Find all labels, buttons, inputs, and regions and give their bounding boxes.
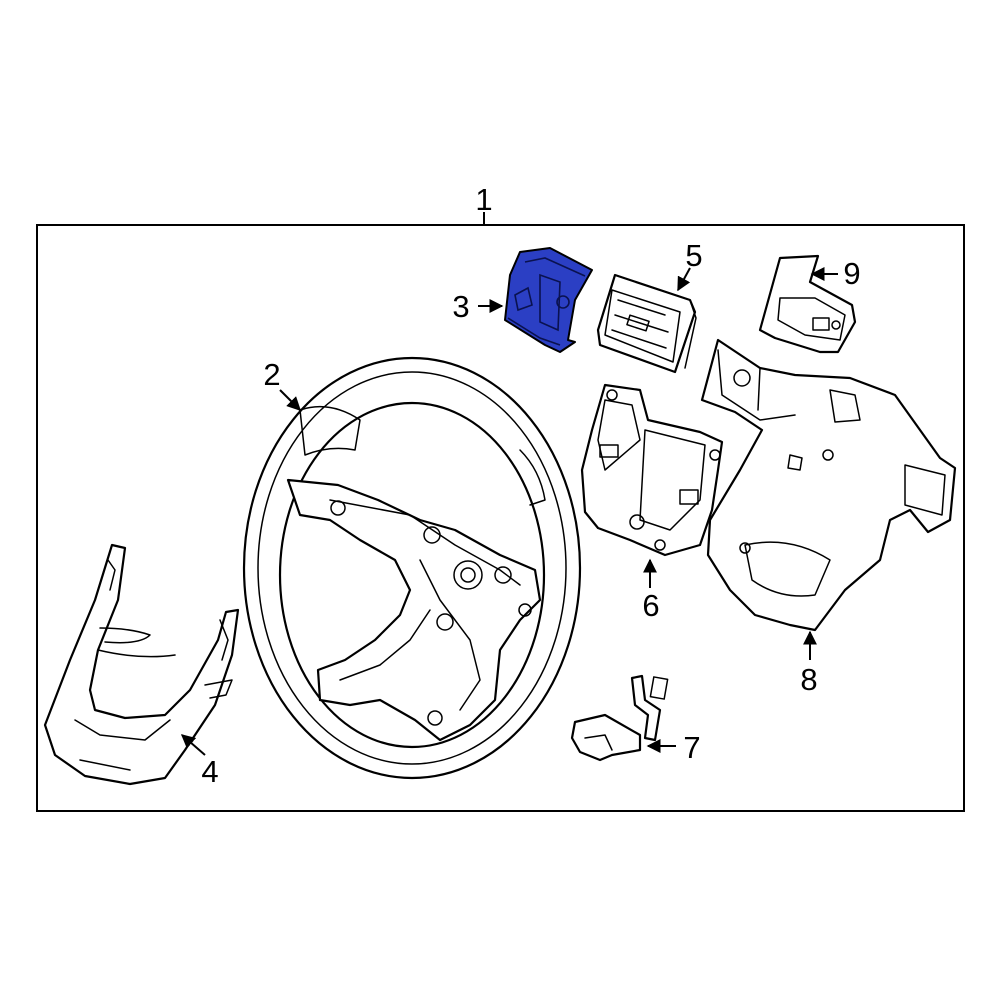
callout-3: 3 bbox=[452, 289, 469, 324]
callout-1: 1 bbox=[475, 182, 492, 217]
mounting-bracket-part[interactable] bbox=[580, 383, 724, 557]
callout-4: 4 bbox=[201, 754, 218, 789]
callout-8: 8 bbox=[800, 662, 817, 697]
callout-6: 6 bbox=[642, 588, 659, 623]
callout-2: 2 bbox=[263, 357, 280, 392]
steering-wheel-part[interactable] bbox=[242, 356, 582, 780]
callout-9: 9 bbox=[843, 256, 860, 291]
lower-trim-cover-part[interactable] bbox=[43, 543, 240, 786]
switch-panel-part[interactable] bbox=[758, 254, 857, 354]
connector-part[interactable] bbox=[570, 674, 669, 762]
switch-module-part[interactable] bbox=[596, 273, 697, 374]
rear-cover-part[interactable] bbox=[700, 338, 957, 632]
callout-4-leader bbox=[180, 734, 206, 756]
callout-7: 7 bbox=[683, 730, 700, 765]
callout-5-leader bbox=[677, 267, 691, 292]
callout-5: 5 bbox=[685, 238, 702, 273]
assembly-frame bbox=[36, 224, 965, 812]
callout-2-leader bbox=[279, 389, 301, 411]
switch-bezel-part[interactable] bbox=[504, 247, 593, 353]
